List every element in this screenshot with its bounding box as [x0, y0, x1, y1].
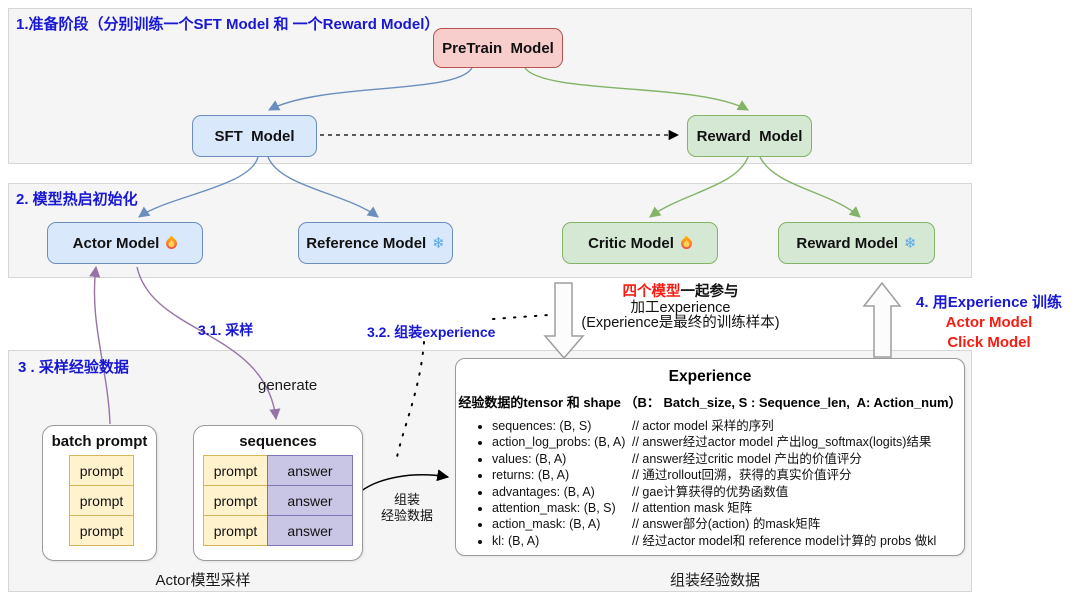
node-actor-model: Actor Model — [47, 222, 203, 264]
dotted-step32-down — [395, 341, 425, 463]
four-models-line3: (Experience是最终的训练样本) — [581, 315, 780, 331]
item-name: values: (B, A) — [492, 451, 567, 466]
prompt-cell: prompt — [203, 515, 268, 546]
node-pretrain-label: PreTrain Model — [442, 39, 554, 57]
batch-prompt-title: batch prompt — [51, 433, 148, 450]
prompt-cell: prompt — [203, 485, 268, 516]
item-comment: // gae计算获得的优势函数值 — [632, 484, 789, 499]
node-reference-label: Reference Model — [306, 234, 427, 252]
edge-batchprompt-to-actor — [89, 265, 111, 425]
edge-reward-to-critic — [649, 156, 749, 218]
four-models-black: 一起参与 — [680, 284, 739, 300]
sequences-title: sequences — [239, 433, 317, 450]
experience-item-list: sequences: (B, S) // actor model 采样的序列 ac… — [456, 418, 964, 549]
experience-item: returns: (B, A) // 通过rollout回溯，获得的真实价值评分 — [492, 467, 964, 483]
edge-reward-to-reward2 — [759, 156, 861, 218]
edge-actor-to-sequences — [136, 266, 281, 421]
answer-cell: answer — [267, 485, 353, 516]
step4-line3: Click Model — [947, 334, 1031, 351]
experience-item: action_log_probs: (B, A) // answer经过actor… — [492, 434, 964, 450]
experience-item: sequences: (B, S) // actor model 采样的序列 — [492, 418, 964, 434]
item-name: attention_mask: (B, S) — [492, 501, 616, 516]
snowflake-icon: ❄ — [432, 235, 445, 252]
step4-line2: Actor Model — [945, 314, 1033, 331]
big-up-arrow — [862, 281, 902, 358]
section-sample-title: 3 . 采样经验数据 — [18, 359, 129, 376]
item-comment: // answer经过critic model 产出的价值评分 — [632, 451, 862, 466]
experience-item: kl: (B, A) // 经过actor model和 reference mo… — [492, 533, 964, 549]
node-actor-label: Actor Model — [72, 234, 160, 252]
experience-container: Experience 经验数据的tensor 和 shape （B： Batch… — [455, 358, 965, 556]
snowflake-icon: ❄ — [904, 235, 917, 252]
caption-assemble-data: 组装经验数据 — [669, 572, 760, 589]
sequences-container: sequences prompt answer prompt answer pr… — [193, 425, 363, 561]
label-step-4: 4. 用Experience 训练 Actor Model Click Mode… — [903, 293, 1075, 353]
item-comment: // 经过actor model和 reference model计算的 pro… — [632, 533, 937, 548]
edge-sequences-to-experience — [359, 469, 450, 493]
prompt-cell: prompt — [69, 515, 134, 546]
item-name: kl: (B, A) — [492, 533, 540, 548]
four-models-line1: 四个模型一起参与 — [568, 284, 793, 301]
item-name: action_mask: (B, A) — [492, 517, 601, 532]
dotted-step32-right — [492, 314, 549, 320]
step4-title: 4. 用Experience 训练 — [916, 294, 1062, 311]
section-prep-title: 1.准备阶段（分别训练一个SFT Model 和 一个Reward Model） — [16, 16, 440, 33]
node-pretrain-model: PreTrain Model — [433, 28, 563, 68]
batch-prompt-container: batch prompt prompt prompt prompt — [42, 425, 157, 561]
node-critic-label: Critic Model — [588, 234, 674, 252]
edge-sft-to-actor — [138, 156, 259, 218]
node-reward-model-top: Reward Model — [687, 115, 812, 157]
label-generate: generate — [258, 377, 318, 394]
item-comment: // answer部分(action) 的mask矩阵 — [632, 517, 821, 532]
label-assemble-experience: 组装 经验数据 — [368, 492, 446, 524]
item-comment: // answer经过actor model 产出log_softmax(log… — [632, 435, 932, 450]
experience-item: values: (B, A) // answer经过critic model 产出… — [492, 451, 964, 467]
experience-title: Experience — [668, 368, 752, 385]
item-comment: // actor model 采样的序列 — [632, 419, 774, 433]
experience-item: attention_mask: (B, S) // attention mask … — [492, 500, 964, 516]
label-step-3-2: 3.2. 组装experience — [367, 324, 496, 340]
experience-item: action_mask: (B, A) // answer部分(action) 的… — [492, 516, 964, 532]
four-models-red: 四个模型 — [622, 284, 681, 300]
node-reward-top-label: Reward Model — [696, 127, 803, 145]
node-reference-model: Reference Model ❄ — [298, 222, 453, 264]
item-name: action_log_probs: (B, A) — [492, 435, 626, 450]
section-init-title: 2. 模型热启初始化 — [16, 191, 138, 208]
edge-pretrain-to-sft — [268, 67, 473, 111]
edge-pretrain-to-reward — [524, 67, 749, 111]
sequence-row: prompt answer — [203, 515, 353, 546]
big-down-arrow — [543, 282, 585, 360]
prompt-cell: prompt — [69, 455, 134, 486]
item-comment: // attention mask 矩阵 — [632, 501, 753, 516]
sequence-row: prompt answer — [203, 455, 353, 486]
assemble-line1: 组装 — [393, 492, 420, 507]
sequences-rows: prompt answer prompt answer prompt answe… — [203, 455, 353, 546]
node-reward-label: Reward Model — [796, 234, 899, 252]
assemble-line2: 经验数据 — [380, 508, 433, 523]
item-name: advantages: (B, A) — [492, 484, 595, 499]
sequence-row: prompt answer — [203, 485, 353, 516]
prompt-cell: prompt — [203, 455, 268, 486]
item-comment: // 通过rollout回溯，获得的真实价值评分 — [632, 468, 852, 483]
experience-subtitle: 经验数据的tensor 和 shape （B： Batch_size, S : … — [458, 395, 962, 410]
fire-icon — [678, 235, 695, 251]
node-sft-model: SFT Model — [192, 115, 317, 157]
prompt-cell: prompt — [69, 485, 134, 516]
caption-actor-sampling: Actor模型采样 — [155, 572, 251, 589]
item-name: returns: (B, A) — [492, 468, 570, 483]
experience-item: advantages: (B, A) // gae计算获得的优势函数值 — [492, 484, 964, 500]
edge-sft-to-reference — [267, 156, 379, 218]
node-sft-label: SFT Model — [214, 127, 295, 145]
label-step-3-1: 3.1. 采样 — [198, 322, 254, 338]
node-critic-model: Critic Model — [562, 222, 718, 264]
item-name: sequences: (B, S) — [492, 419, 592, 433]
answer-cell: answer — [267, 515, 353, 546]
fire-icon — [164, 235, 180, 251]
answer-cell: answer — [267, 455, 353, 486]
batch-prompt-cells: prompt prompt prompt — [69, 455, 134, 546]
four-models-line2: 加工experience — [630, 299, 731, 316]
node-reward-model: Reward Model ❄ — [778, 222, 935, 264]
label-four-models: 四个模型一起参与 加工experience (Experience是最终的训练样… — [568, 284, 793, 332]
